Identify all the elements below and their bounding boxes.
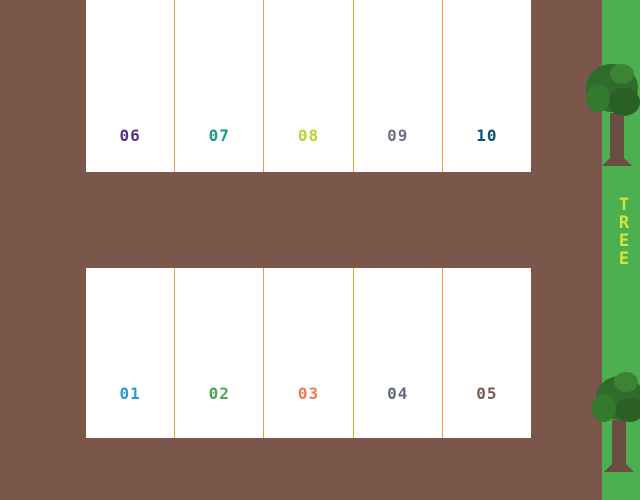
spot-number: 09: [387, 126, 409, 145]
spot-number: 04: [387, 384, 409, 403]
tree-icon: [586, 64, 640, 166]
spot-number: 03: [297, 384, 320, 403]
spot-number: 01: [119, 384, 141, 403]
parking-spot-09[interactable]: 09: [354, 0, 443, 172]
parking-spot-06[interactable]: 06: [86, 0, 176, 172]
parking-spot-03[interactable]: 03: [264, 268, 354, 438]
parking-spot-05[interactable]: 05: [443, 268, 531, 438]
spot-number: 07: [208, 126, 230, 145]
parking-row-top: 06 07 08 09 10: [86, 0, 531, 172]
parking-spot-10[interactable]: 10: [443, 0, 531, 172]
parking-spot-08[interactable]: 08: [264, 0, 354, 172]
spot-number: 06: [119, 126, 141, 145]
tree-label: T R E E: [618, 195, 630, 269]
parking-spot-04[interactable]: 04: [354, 268, 443, 438]
spot-number: 02: [208, 384, 230, 403]
spot-number: 05: [476, 384, 498, 403]
spot-number: 10: [476, 126, 498, 145]
parking-spot-07[interactable]: 07: [175, 0, 265, 172]
spot-number: 08: [297, 126, 320, 145]
parking-row-bottom: 01 02 03 04 05: [86, 268, 531, 438]
tree-icon: [592, 372, 640, 472]
parking-spot-01[interactable]: 01: [86, 268, 176, 438]
parking-spot-02[interactable]: 02: [175, 268, 265, 438]
